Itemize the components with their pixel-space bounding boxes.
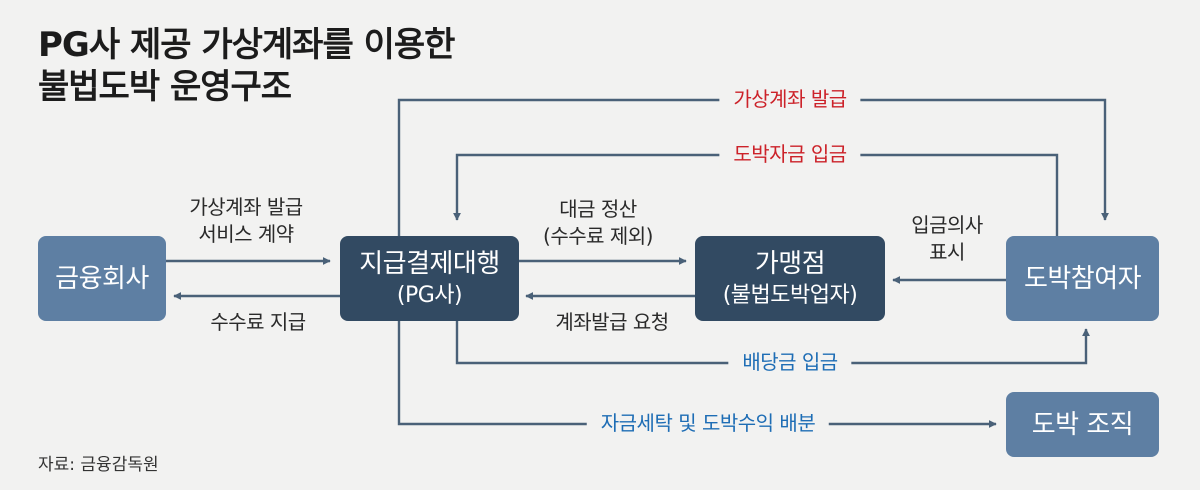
node-merchant-sublabel: (불법도박업자): [722, 282, 858, 308]
label-virtual-account-issue: 가상계좌 발급: [719, 86, 861, 113]
label-account-request: 계좌발급 요청: [555, 310, 669, 334]
node-finance-company: 금융회사: [38, 236, 166, 321]
label-gambling-deposit: 도박자금 입금: [719, 141, 861, 168]
node-gambler-label: 도박참여자: [1023, 263, 1142, 294]
title-line-1: PG사 제공 가상계좌를 이용한: [38, 25, 455, 65]
label-deposit-intent-line2: 표시: [929, 240, 965, 264]
node-merchant-label: 가맹점: [754, 248, 826, 279]
node-pg-label: 지급결제대행: [359, 248, 500, 279]
label-dividend-deposit: 배당금 입금: [728, 349, 852, 376]
label-settlement-line1: 대금 정산: [559, 197, 637, 221]
label-service-contract: 가상계좌 발급 서비스 계약: [189, 194, 303, 248]
label-service-contract-line2: 서비스 계약: [198, 222, 294, 246]
label-service-contract-line1: 가상계좌 발급: [189, 195, 303, 219]
edge-laundering: [397, 321, 997, 428]
node-merchant: 가맹점 (불법도박업자): [695, 236, 885, 321]
label-settlement-line2: (수수료 제외): [543, 224, 653, 248]
label-settlement: 대금 정산 (수수료 제외): [543, 196, 653, 250]
node-gambler: 도박참여자: [1006, 236, 1159, 321]
node-finance-label: 금융회사: [55, 263, 149, 294]
node-org-label: 도박 조직: [1031, 409, 1134, 440]
node-pg-sublabel: (PG사): [396, 282, 463, 308]
label-fee-payment: 수수료 지급: [210, 310, 306, 334]
source-note: 자료: 금융감독원: [38, 455, 159, 475]
label-laundering: 자금세탁 및 도박수익 배분: [586, 410, 830, 437]
label-deposit-intent-line1: 입금의사: [911, 213, 983, 237]
diagram-title: PG사 제공 가상계좌를 이용한 불법도박 운영구조: [38, 24, 455, 108]
title-line-2: 불법도박 운영구조: [38, 67, 292, 107]
edge-virtual-account-issue: [397, 98, 1109, 236]
label-deposit-intent: 입금의사 표시: [911, 212, 983, 266]
node-pg-company: 지급결제대행 (PG사): [340, 236, 519, 321]
node-gambling-org: 도박 조직: [1006, 392, 1159, 457]
